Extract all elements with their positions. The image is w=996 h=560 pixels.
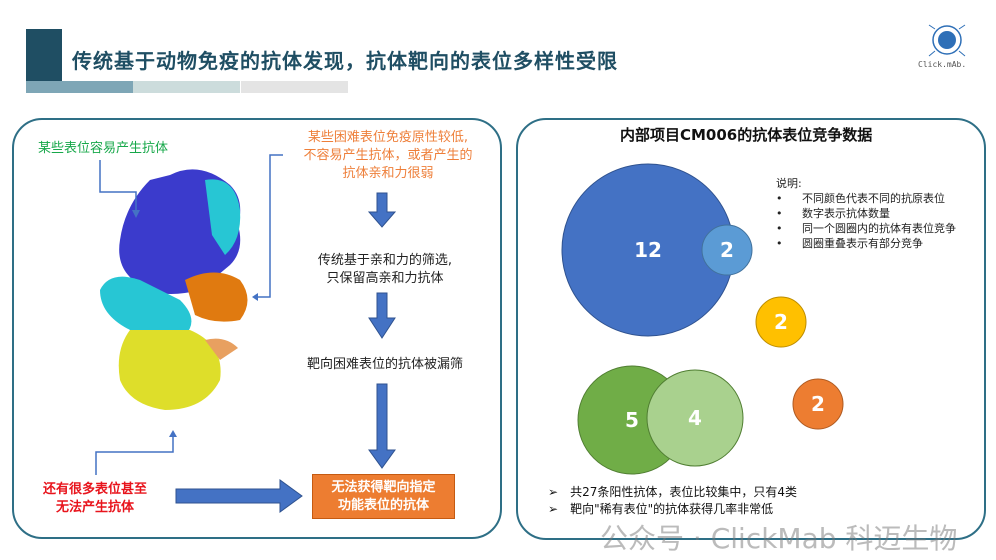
result-box: 无法获得靶向指定功能表位的抗体 <box>312 474 455 519</box>
bubble-lightgreen-4 <box>646 369 744 467</box>
legend-item: •数字表示抗体数量 <box>776 207 890 220</box>
title-underline-bar <box>241 81 348 93</box>
legend: 说明: •不同颜色代表不同的抗原表位 •数字表示抗体数量 •同一个圆圈内的抗体有… <box>776 176 956 251</box>
clickmab-logo-icon <box>928 24 966 57</box>
bubble-count: 2 <box>774 310 788 334</box>
arrowhead-bullet-icon: ➢ <box>548 485 559 499</box>
title-underline-bar <box>26 81 133 93</box>
left-panel <box>12 118 502 539</box>
summary-bullets: ➢共27条阳性抗体，表位比较集中，只有4类 ➢靶向"稀有表位"的抗体获得几率非常… <box>548 484 797 518</box>
legend-item: •圆圈重叠表示有部分竞争 <box>776 237 923 250</box>
chart-title: 内部项目CM006的抗体表位竞争数据 <box>620 126 873 144</box>
affinity-screen-label: 传统基于亲和力的筛选,只保留高亲和力抗体 <box>317 253 453 286</box>
right-panel <box>516 118 986 540</box>
legend-item: •不同颜色代表不同的抗原表位 <box>776 192 945 205</box>
no-antibody-label: 还有很多表位甚至无法产生抗体 <box>42 482 147 515</box>
page-title: 传统基于动物免疫的抗体发现，抗体靶向的表位多样性受限 <box>72 49 618 73</box>
hard-epitope-label: 某些困难表位免疫原性较低,不容易产生抗体，或者产生的抗体亲和力很弱 <box>303 130 473 181</box>
bubble-orange-2 <box>792 378 844 430</box>
summary-bullet: ➢共27条阳性抗体，表位比较集中，只有4类 <box>548 485 797 499</box>
watermark: 公众号 · ClickMab 科迈生物 <box>600 522 958 555</box>
bubble-yellow-2 <box>755 296 807 348</box>
missed-epitope-label: 靶向困难表位的抗体被漏筛 <box>306 357 463 372</box>
bubble-count: 2 <box>720 238 734 262</box>
legend-item: •同一个圆圈内的抗体有表位竞争 <box>776 222 956 235</box>
protein-structure-image <box>100 169 248 410</box>
bubble-count: 12 <box>634 238 662 262</box>
bubble-count: 2 <box>811 392 825 416</box>
easy-epitope-label: 某些表位容易产生抗体 <box>38 141 169 156</box>
bubble-count: 5 <box>625 408 639 432</box>
summary-bullet: ➢靶向"稀有表位"的抗体获得几率非常低 <box>548 502 774 516</box>
legend-title: 说明: <box>776 177 802 190</box>
bubble-lightblue-2 <box>701 224 753 276</box>
bubble-count: 4 <box>688 406 702 430</box>
logo-text: Click.mAb. <box>918 60 967 69</box>
down-arrow-icon <box>175 192 397 513</box>
arrowhead-bullet-icon: ➢ <box>548 502 559 516</box>
title-accent-block <box>26 29 62 81</box>
title-underline-bar <box>133 81 240 93</box>
